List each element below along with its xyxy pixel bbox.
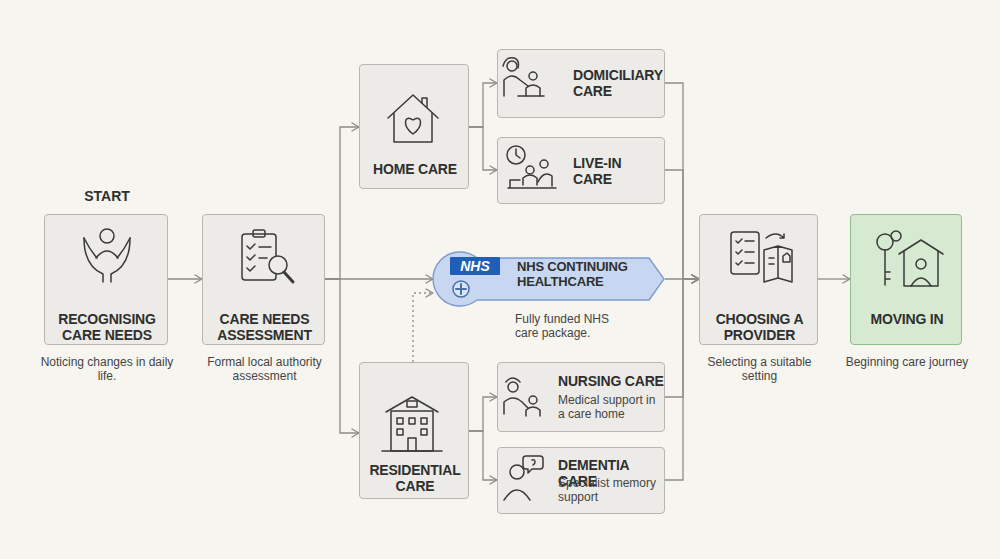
process-box: RESIDENTIAL CARE xyxy=(359,362,469,499)
node-caption: Beginning care journey xyxy=(845,355,969,369)
process-box: LIVE-IN CARE xyxy=(497,137,665,204)
arrow-head xyxy=(352,429,359,437)
node-heading: CARE NEEDS ASSESSMENT xyxy=(205,311,324,343)
arrow-head xyxy=(352,123,359,131)
node-caption: Formal local authority assessment xyxy=(201,355,328,384)
connector-line xyxy=(325,127,359,279)
flow-connector xyxy=(469,127,497,174)
flow-connector xyxy=(413,289,433,362)
node-caption: Medical support in a care home xyxy=(558,393,662,422)
medical-cross-icon xyxy=(453,281,469,297)
connector-line xyxy=(665,279,699,397)
flow-connector xyxy=(818,275,850,283)
connector-line xyxy=(325,279,359,433)
clipboard-icon xyxy=(242,230,293,282)
node-caption: Fully funded NHS care package. xyxy=(515,312,635,341)
connector-line xyxy=(665,83,699,279)
connector-line xyxy=(665,279,699,480)
connector-line xyxy=(469,127,497,170)
flow-connector xyxy=(665,275,699,480)
node-heading: HOME CARE xyxy=(362,161,468,177)
node-heading: NURSING CARE xyxy=(558,373,664,389)
node-heading: MOVING IN xyxy=(853,311,961,327)
memory-icon xyxy=(504,456,543,500)
connector-line xyxy=(469,83,497,127)
node-caption: Noticing changes in daily life. xyxy=(35,355,179,384)
building-icon xyxy=(382,397,442,451)
flow-connector xyxy=(325,279,359,437)
connector-line xyxy=(818,278,850,279)
arrow-head xyxy=(843,275,850,283)
process-box: DEMENTIA CARESpecialist memory support xyxy=(497,447,665,514)
carer-icon xyxy=(503,58,544,96)
nurse-icon xyxy=(504,378,540,416)
arrow-head xyxy=(490,393,497,401)
node-caption: Selecting a suitable setting xyxy=(694,355,825,384)
arrow-head xyxy=(490,166,497,174)
connector-line xyxy=(469,397,497,431)
provider-choice-icon xyxy=(731,232,792,282)
arrow-head xyxy=(490,79,497,87)
dotted-line xyxy=(413,293,433,362)
node-heading: RECOGNISING CARE NEEDS xyxy=(47,311,167,343)
key-shaped-box: NHSNHS CONTINUING HEALTHCAREFully funded… xyxy=(433,252,665,306)
connector-line xyxy=(325,278,433,279)
node-heading: RESIDENTIAL CARE xyxy=(362,462,468,494)
house-heart-icon xyxy=(388,95,438,142)
arrow-head xyxy=(426,289,433,297)
nhs-logo: NHS xyxy=(450,257,500,275)
flow-connector xyxy=(325,275,433,283)
arrow-head xyxy=(426,275,433,283)
process-box: DOMICILIARY CARE xyxy=(497,49,665,118)
node-heading: LIVE-IN CARE xyxy=(573,155,653,187)
flow-connector xyxy=(325,123,359,279)
process-box: MOVING INBeginning care journey xyxy=(850,214,962,345)
flow-connector xyxy=(469,79,497,127)
flow-connector xyxy=(665,275,699,397)
care-hands-icon xyxy=(84,229,130,282)
arrow-head xyxy=(692,275,699,283)
arrow-head xyxy=(195,275,202,283)
flow-connector xyxy=(168,275,202,283)
flow-connector xyxy=(665,170,699,283)
arrow-head xyxy=(490,476,497,484)
key-shape xyxy=(433,252,664,306)
keys-home-icon xyxy=(877,231,943,286)
flow-connector xyxy=(469,431,497,484)
process-box: HOME CARE xyxy=(359,64,469,189)
connector-line xyxy=(665,170,699,279)
process-box: STARTRECOGNISING CARE NEEDSNoticing chan… xyxy=(44,214,168,345)
flow-connector xyxy=(665,83,699,283)
process-box: CARE NEEDS ASSESSMENTFormal local author… xyxy=(202,214,325,345)
process-box: CHOOSING A PROVIDERSelecting a suitable … xyxy=(699,214,818,345)
live-in-icon xyxy=(507,146,556,188)
node-heading: DOMICILIARY CARE xyxy=(573,67,665,99)
node-heading: NHS CONTINUING HEALTHCARE xyxy=(517,260,651,290)
node-caption: Specialist memory support xyxy=(558,476,662,505)
process-box: NURSING CARE Medical support in a care ho… xyxy=(497,362,665,432)
connector-line xyxy=(168,278,202,279)
flow-connector xyxy=(469,393,497,431)
connector-line xyxy=(469,431,497,480)
node-heading: CHOOSING A PROVIDER xyxy=(702,311,817,343)
start-label: START xyxy=(45,188,169,204)
